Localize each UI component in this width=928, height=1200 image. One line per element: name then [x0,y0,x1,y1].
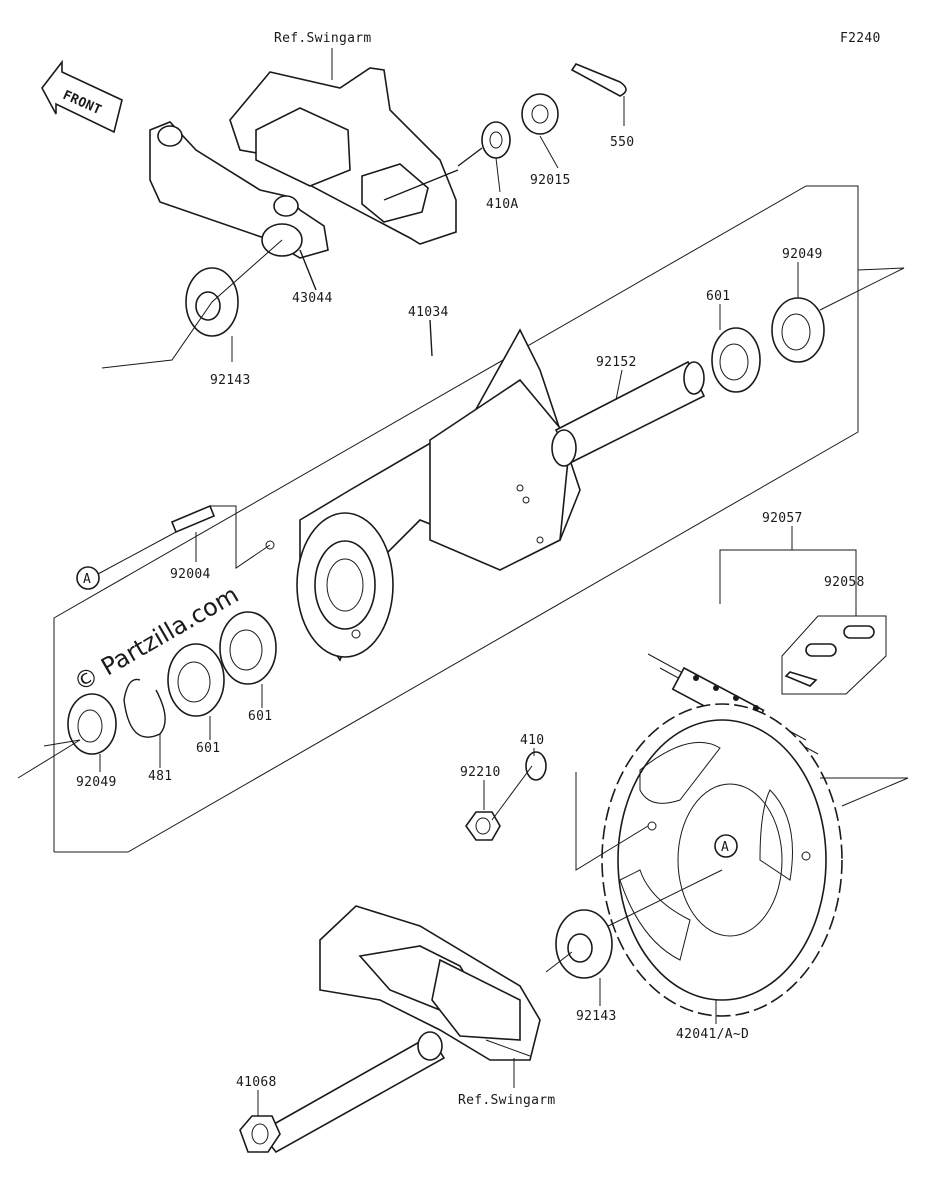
callout-410: 410 [520,733,544,748]
oil-seal-92049-top [771,297,825,363]
collar-92143-low [555,909,613,979]
callout-ref-swingarm-bottom: Ref.Swingarm [458,1093,556,1108]
nut-92210 [465,811,501,841]
circlip-481 [123,678,166,738]
nut-92015 [521,93,559,135]
callout-92143-top: 92143 [210,373,251,388]
spacer-tube-92152 [551,360,706,467]
ref-a-sprocket-marker [714,834,738,858]
callout-92210: 92210 [460,765,501,780]
callout-601-low: 601 [196,741,220,756]
swingarm-top-ref-part [149,67,457,259]
washer-410 [525,751,547,781]
callout-41034: 41034 [408,305,449,320]
callout-92058: 92058 [824,575,865,590]
swingarm-bottom-ref-part [319,905,541,1061]
callout-410a: 410A [486,197,519,212]
callout-481: 481 [148,769,172,784]
callout-43044: 43044 [292,291,333,306]
cotter-pin-550 [570,63,627,97]
washer-410a [481,121,511,159]
bearing-601-low [167,643,225,717]
callout-601-mid: 601 [248,709,272,724]
rear-axle-41068 [239,1031,446,1154]
ref-a-left: A [83,572,91,587]
callout-92049-top: 92049 [782,247,823,262]
callout-92049-low: 92049 [76,775,117,790]
callout-41068: 41068 [236,1075,277,1090]
callout-550: 550 [610,135,634,150]
oil-seal-92049-low [67,693,117,755]
ref-a-sprocket: A [721,840,729,855]
callout-92152: 92152 [596,355,637,370]
bearing-601-top [711,327,761,393]
ref-a-left-marker [76,566,100,590]
callout-92057: 92057 [762,511,803,526]
rear-hub-41034 [265,328,581,662]
callout-92015: 92015 [530,173,571,188]
callout-42041: 42041/A~D [676,1027,749,1042]
callout-ref-swingarm-top: Ref.Swingarm [274,31,372,46]
stud-92004 [170,504,216,534]
master-link-92058 [781,615,887,695]
bearing-601-mid [219,611,277,685]
callout-92143-low: 92143 [576,1009,617,1024]
callout-601-top: 601 [706,289,730,304]
hub-assembly-outline [53,185,859,853]
callout-92004: 92004 [170,567,211,582]
rear-sprocket-42041 [601,703,843,1017]
figure-code: F2240 [840,31,881,46]
front-arrow-icon: FRONT [41,59,123,134]
